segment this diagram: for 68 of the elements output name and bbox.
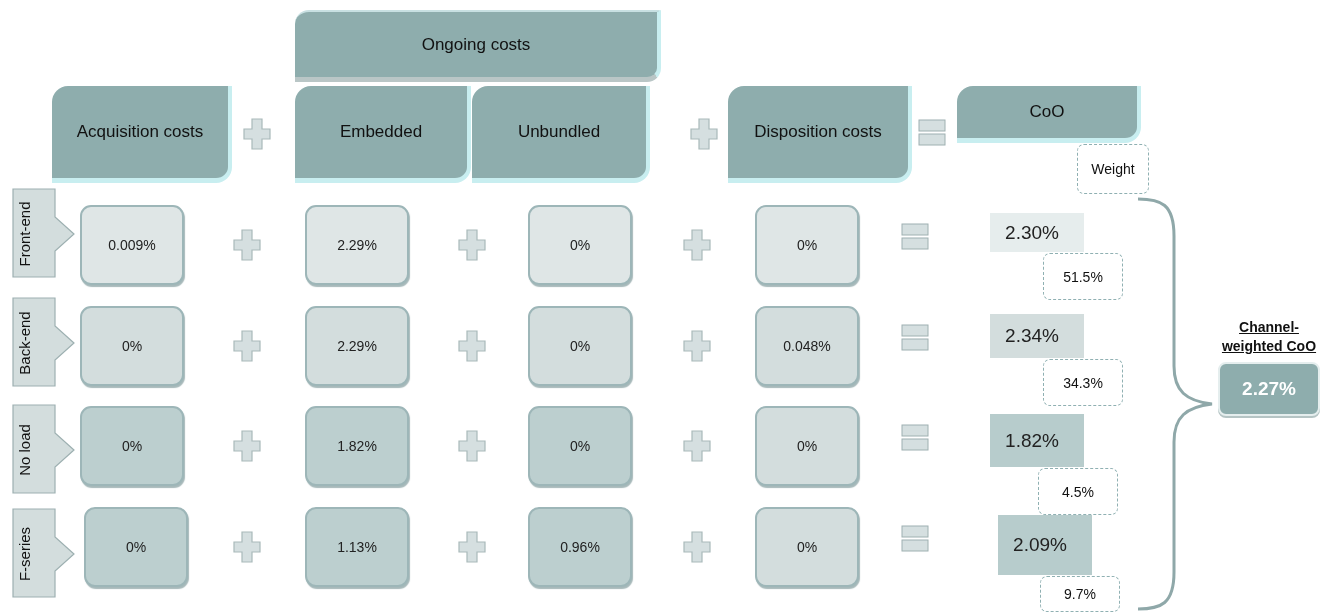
value-card [305,507,409,587]
value-card [528,205,632,285]
weight-text: Weight [1091,161,1135,177]
value-card [755,306,859,386]
value-card [80,406,184,486]
result-cell [990,213,1084,252]
value-text: 0% [796,237,818,253]
value-text: 0% [569,237,591,253]
value-text: 0.009% [108,237,156,253]
value-text: 0% [569,338,591,354]
value-text: 2.29% [337,338,377,354]
weight-tag [1040,576,1120,612]
result-cell [990,314,1084,358]
weight-text: 4.5% [1062,483,1094,500]
column-header [52,86,232,183]
value-card [305,406,409,486]
value-text: 1.13% [337,539,377,555]
value-text: 0% [796,539,818,555]
header-text: CoO [1029,102,1065,122]
result-cell [990,414,1084,467]
weight-text: 9.7% [1064,586,1096,602]
value-card [755,507,859,587]
weight-text: 51.5% [1063,268,1103,285]
row-label: F-series [16,526,33,582]
header-text: Ongoing costs [421,34,531,55]
value-text: 1.82% [337,438,377,454]
value-text: 2.29% [337,237,377,253]
header-text: Acquisition costs [76,122,204,142]
value-text: 0% [121,438,143,454]
value-card [755,406,859,486]
weight-text: 34.3% [1063,374,1103,391]
value-card [305,306,409,386]
weight-tag [1043,253,1123,300]
value-card [528,406,632,486]
value-card [305,205,409,285]
column-header [728,86,912,183]
result-value: 2.34% [1005,325,1059,347]
weight-tag [1038,468,1118,515]
value-card [80,205,184,285]
value-card [755,205,859,285]
value-text: 0% [125,539,147,555]
weight-tag [1043,359,1123,406]
total-value-box: 2.27% [1218,361,1320,416]
result-value: 2.09% [1013,534,1067,556]
value-text: 0.96% [560,539,600,555]
result-value: 2.30% [1005,221,1059,244]
value-card [84,507,188,587]
row-label: Back-end [16,311,33,375]
header-text: Disposition costs [754,122,882,142]
value-card [528,507,632,587]
value-text: 0% [796,438,818,454]
result-value: 1.82% [1005,429,1059,452]
column-header [295,86,471,183]
value-card [80,306,184,386]
value-text: 0% [569,438,591,454]
group-header [295,10,661,82]
row-label: Front-end [16,201,33,267]
value-card [528,306,632,386]
column-header [957,86,1141,143]
header-text: Unbundled [517,122,601,142]
column-header [472,86,650,183]
header-text: Embedded [339,122,423,142]
weight-tag [1077,144,1149,194]
total-heading: Channel-weighted CoO [1220,318,1318,356]
row-label: No load [16,424,33,476]
result-cell [998,515,1092,575]
value-text: 0% [121,338,143,354]
value-text: 0.048% [783,338,831,354]
